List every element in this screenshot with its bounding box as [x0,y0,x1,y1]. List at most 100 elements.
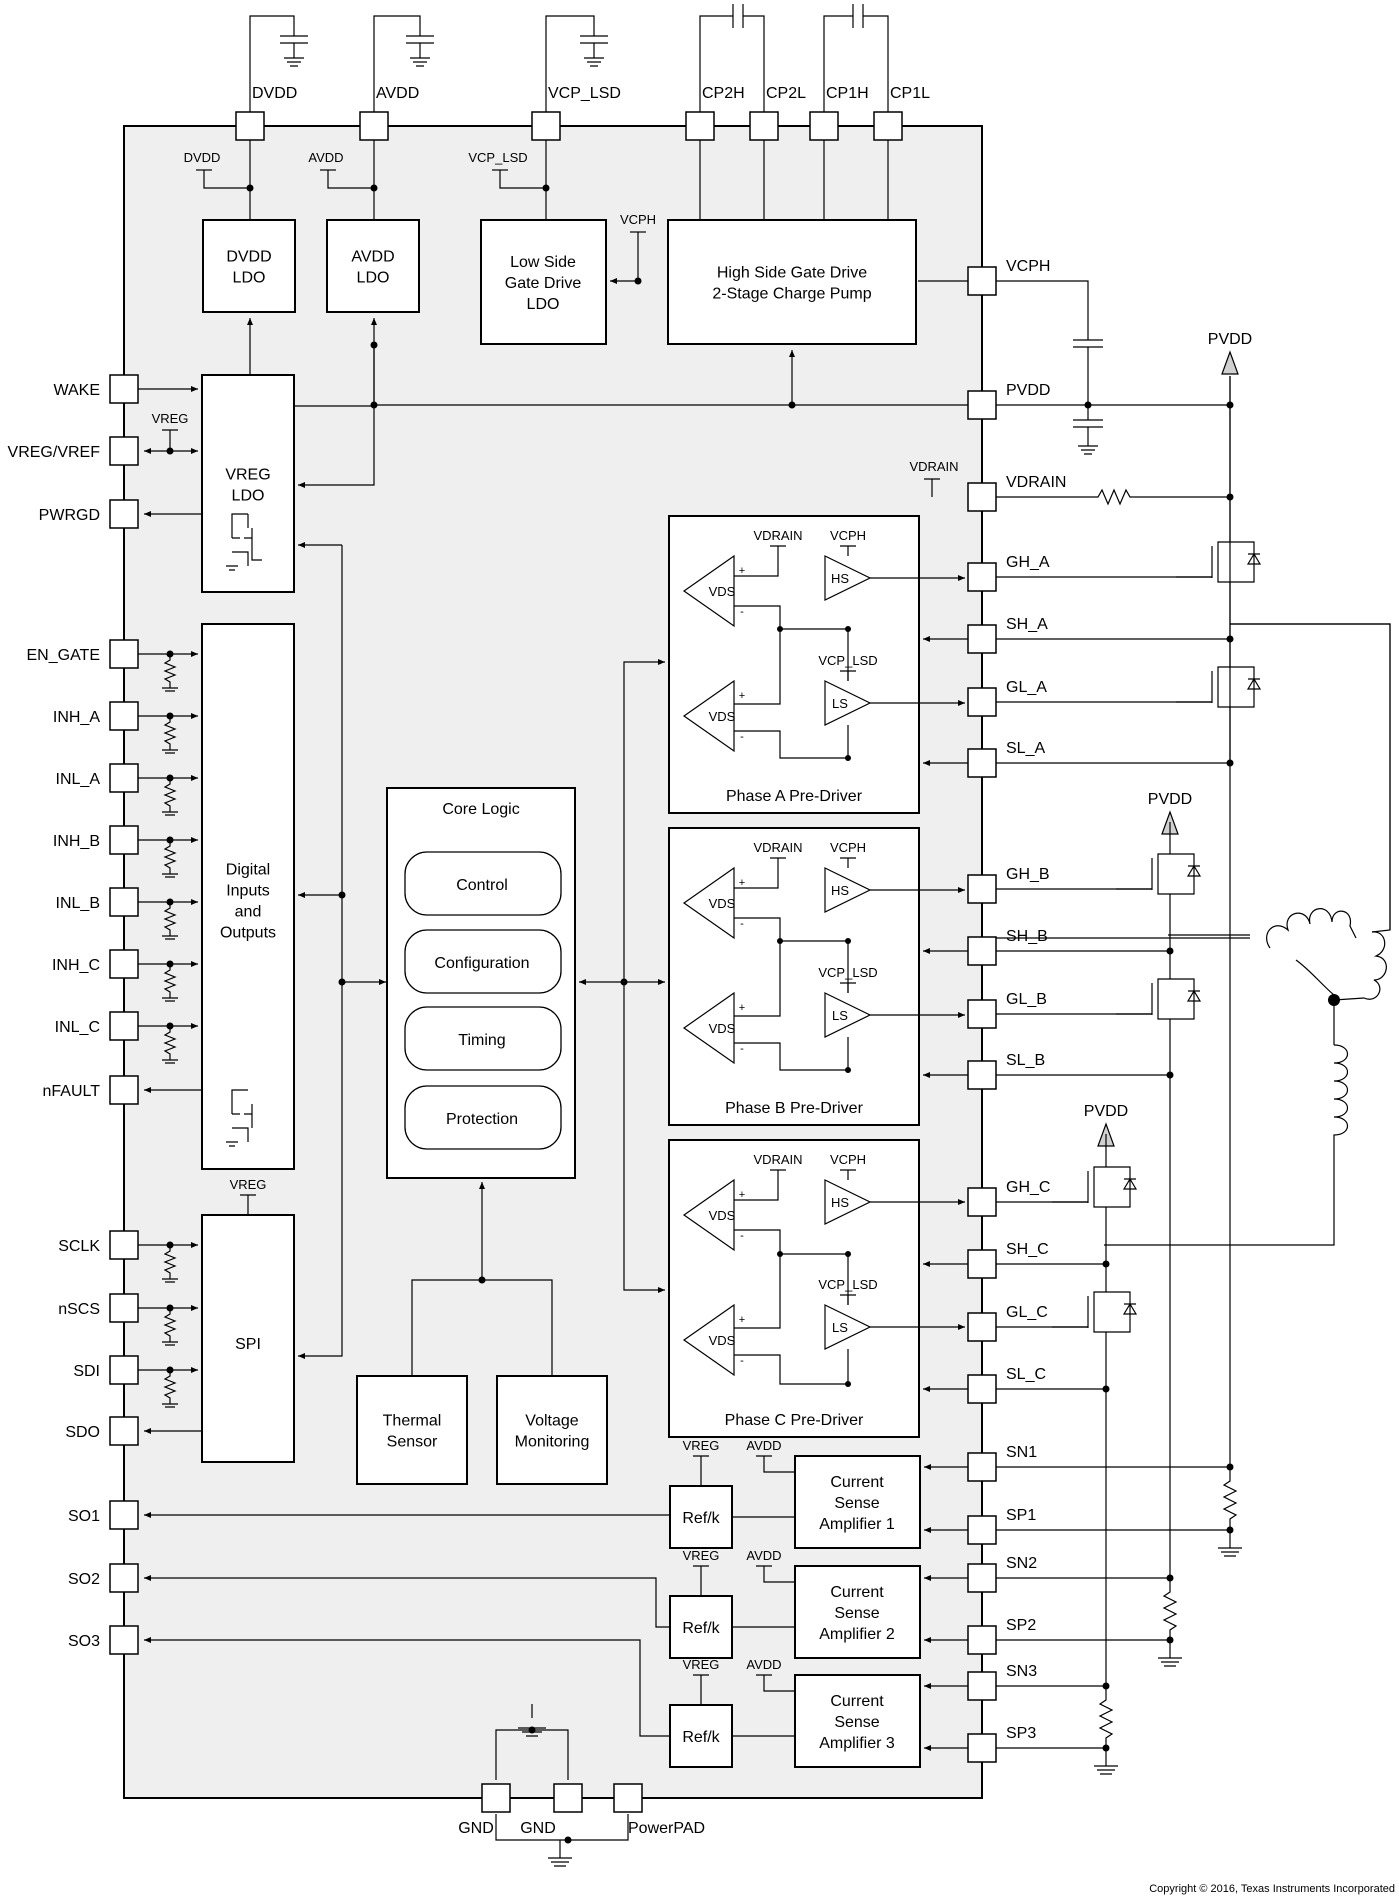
gnd-dots [528,1726,572,1844]
pin-pad-avdd-top [359,111,389,141]
thermal-label-line-1: Thermal [383,1413,442,1430]
pin-label-sdi: SDI [73,1363,100,1380]
driver-label: LS [832,1008,848,1023]
hs-pump-box [667,219,917,345]
voltage-label-line-1: Voltage [525,1413,578,1430]
csa-avdd-label: AVDD [746,1438,781,1453]
vds-label: VDS [709,1021,736,1036]
pin-label-dvdd: DVDD [252,85,297,102]
pin-label-inh-b: INH_B [53,833,100,850]
pin-pad-pwrgd [109,499,139,529]
predriver-box [668,515,920,814]
predriver-dot [777,626,783,632]
core-item-control [404,851,562,916]
vds-comparator [682,1303,735,1377]
vds-minus: - [740,918,744,930]
digital-io-box [201,623,295,1170]
pin-pad-powerpad-3 [613,1783,643,1813]
pin-pad-sp3 [967,1733,997,1763]
sense-resistor [986,763,1242,1557]
voltage-label-line-2: Monitoring [515,1434,590,1451]
pin-pad-gnd-2 [553,1783,583,1813]
csa-box [794,1674,921,1768]
ls-ldo-label-line-1: Low Side [510,254,576,271]
pin-pad-sdo [109,1416,139,1446]
core-item-label-control: Control [456,877,508,894]
pin-label-gh-a: GH_A [1006,554,1050,571]
pin-label-sh-a: SH_A [1006,616,1048,633]
pin-pad-sclk [109,1230,139,1260]
pin-pad-dvdd-top [235,111,265,141]
ls-ldo-box [480,219,607,345]
vreg-ldo-label-line-1: VREG [225,467,270,484]
predriver-box [668,827,920,1126]
motor-phase-wires [986,623,1391,939]
vdrain-label: VDRAIN [753,528,802,543]
driver-supply-label: VCPH [830,1152,866,1167]
pin-pad-vcp-lsd-top [531,111,561,141]
avdd-ldo-box [326,219,420,313]
pin-pad-sp2 [967,1625,997,1655]
pin-pad-sh-b [967,936,997,966]
sn-node [1102,1682,1110,1690]
pin-label-sp1: SP1 [1006,1507,1036,1524]
sn-node [1226,1463,1234,1471]
pin-pad-inh-b [109,825,139,855]
pvdd-node [1226,401,1234,409]
vreg-supply-label: VREG [152,411,189,426]
ref-label: Ref/k [682,1620,720,1637]
pin-label-gh-c: GH_C [1006,1179,1050,1196]
pin-pad-sh-a [967,624,997,654]
driver-label: LS [832,1320,848,1335]
pulldown-resistor [162,840,178,878]
driver-label: LS [832,696,848,711]
dvdd-ldo-label-line-1: DVDD [226,249,271,266]
csa-wiring [693,1674,795,1737]
pin-label-inl-b: INL_B [56,895,100,912]
pin-label-sl-c: SL_C [1006,1366,1046,1383]
gate-driver [824,992,872,1038]
sn-node [1166,1574,1174,1582]
pin-label-sh-c: SH_C [1006,1241,1049,1258]
pulldown-resistor [162,654,178,692]
vds-plus: + [739,1314,745,1326]
input-pulldowns [138,650,198,1408]
pin-label-pwrgd: PWRGD [39,507,100,524]
phase-net [986,1263,1107,1390]
sp-node [1226,1526,1234,1534]
pulldown-resistor [162,1308,178,1346]
pin-pad-sl-b [967,1060,997,1090]
pin-pad-en-gate [109,639,139,669]
gate-driver [824,867,872,913]
vds-label: VDS [709,1333,736,1348]
csa-1-label-line-3: Amplifier 1 [819,1516,895,1533]
bus-dots [166,447,346,986]
digital-io-label-line-4: Outputs [220,925,276,942]
phase-net [986,950,1171,1076]
driver-supply-label: VCPH [830,528,866,543]
core-item-label-timing: Timing [458,1032,505,1049]
digital-io-label-line-1: Digital [226,862,270,879]
pin-pad-sn2 [967,1563,997,1593]
vds-minus: - [740,731,744,743]
ref-label: Ref/k [682,1510,720,1527]
predriver-dot [777,938,783,944]
vds-label: VDS [709,896,736,911]
gate-driver [824,1179,872,1225]
pin-label-sp2: SP2 [1006,1617,1036,1634]
vcph-supply-label: VCPH [620,212,656,227]
pin-pad-sn3 [967,1671,997,1701]
low-side-fet [1116,969,1202,1029]
sp-node [1102,1744,1110,1752]
coil-b [1266,908,1357,949]
avdd-supply-label: AVDD [308,150,343,165]
pin-pad-gh-c [967,1187,997,1217]
power-stage [924,280,1262,1775]
high-side-fet [1116,844,1202,904]
pin-pad-so1 [109,1500,139,1530]
hs-pump-label-line-1: High Side Gate Drive [717,265,867,282]
hs-pump-label-line-2: 2-Stage Charge Pump [712,286,871,303]
pin-label-sl-b: SL_B [1006,1052,1045,1069]
